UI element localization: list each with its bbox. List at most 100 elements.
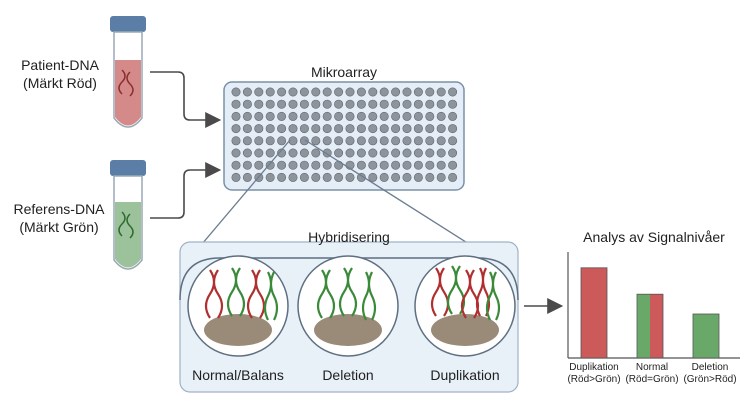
microarray-well	[288, 87, 298, 97]
microarray-well	[242, 87, 252, 97]
microarray-well	[334, 172, 344, 182]
hybridization-title: Hybridisering	[308, 229, 390, 245]
microarray-well	[379, 124, 389, 134]
microarray-well	[345, 124, 355, 134]
patient-to-array-arrow	[150, 71, 222, 128]
microarray-well	[334, 160, 344, 170]
microarray-well	[368, 160, 378, 170]
microarray-well	[391, 124, 401, 134]
microarray-well	[254, 148, 264, 158]
microarray-well	[322, 136, 332, 146]
microarray-well	[368, 99, 378, 109]
microarray-well	[368, 124, 378, 134]
microarray-well	[231, 87, 241, 97]
microarray-well	[254, 124, 264, 134]
bar-label-duplication: Duplikation (Röd>Grön)	[562, 362, 626, 386]
bar-deletion	[692, 313, 720, 359]
microarray-well	[311, 99, 321, 109]
microarray-well	[277, 136, 287, 146]
microarray-well	[413, 111, 423, 121]
microarray-plate	[223, 81, 465, 191]
microarray-well	[311, 148, 321, 158]
panel-normal-label: Normal/Balans	[192, 367, 284, 383]
microarray-well	[379, 87, 389, 97]
microarray-well	[425, 124, 435, 134]
microarray-well	[379, 111, 389, 121]
microarray-well	[413, 136, 423, 146]
microarray-well	[334, 148, 344, 158]
microarray-well	[413, 99, 423, 109]
microarray-well	[436, 148, 446, 158]
microarray-well	[391, 148, 401, 158]
microarray-well	[265, 124, 275, 134]
microarray-well	[425, 111, 435, 121]
microarray-well	[356, 99, 366, 109]
microarray-well	[356, 111, 366, 121]
bar-label-deletion-rule: (Grön>Röd)	[683, 374, 737, 385]
microarray-well	[402, 124, 412, 134]
microarray-well	[448, 87, 458, 97]
microarray-well	[402, 136, 412, 146]
microarray-well	[356, 160, 366, 170]
microarray-well	[402, 160, 412, 170]
microarray-well	[288, 148, 298, 158]
microarray-well	[242, 172, 252, 182]
microarray-well	[288, 99, 298, 109]
microarray-well	[391, 160, 401, 170]
microarray-wells	[231, 87, 458, 182]
microarray-well	[436, 111, 446, 121]
microarray-well	[242, 111, 252, 121]
microarray-well	[277, 124, 287, 134]
microarray-well	[413, 160, 423, 170]
microarray-well	[402, 148, 412, 158]
microarray-well	[402, 172, 412, 182]
microarray-well	[265, 87, 275, 97]
microarray-well	[277, 148, 287, 158]
microarray-well	[242, 136, 252, 146]
microarray-well	[277, 160, 287, 170]
microarray-well	[299, 160, 309, 170]
microarray-well	[265, 148, 275, 158]
microarray-well	[448, 99, 458, 109]
microarray-well	[277, 87, 287, 97]
microarray-well	[413, 124, 423, 134]
panel-normal	[187, 255, 289, 357]
microarray-well	[356, 124, 366, 134]
microarray-well	[265, 99, 275, 109]
microarray-well	[368, 87, 378, 97]
patient-dna-marking: (Märkt Röd)	[23, 75, 97, 91]
microarray-well	[425, 160, 435, 170]
microarray-well	[402, 87, 412, 97]
microarray-well	[322, 124, 332, 134]
microarray-well	[448, 136, 458, 146]
analysis-title: Analys av Signalnivåer	[583, 229, 725, 245]
microarray-well	[277, 99, 287, 109]
microarray-well	[311, 160, 321, 170]
patient-dna-tube	[110, 16, 146, 128]
bar-label-normal: Normal (Röd=Grön)	[620, 362, 684, 386]
microarray-well	[322, 160, 332, 170]
microarray-well	[311, 136, 321, 146]
microarray-well	[391, 111, 401, 121]
microarray-well	[231, 136, 241, 146]
microarray-well	[368, 148, 378, 158]
microarray-well	[231, 172, 241, 182]
microarray-well	[448, 160, 458, 170]
bar-normal	[636, 293, 664, 359]
microarray-well	[356, 87, 366, 97]
microarray-well	[322, 172, 332, 182]
microarray-title: Mikroarray	[310, 64, 378, 80]
panel-duplication-label: Duplikation	[430, 367, 500, 383]
microarray-well	[322, 111, 332, 121]
microarray-well	[231, 148, 241, 158]
microarray-well	[436, 99, 446, 109]
reference-dna-name: Referens-DNA	[13, 201, 105, 217]
microarray-well	[311, 87, 321, 97]
microarray-well	[345, 136, 355, 146]
microarray-well	[334, 136, 344, 146]
microarray-well	[448, 172, 458, 182]
microarray-well	[379, 148, 389, 158]
reference-dna-tube	[110, 160, 146, 270]
bar-normal-green-half	[637, 294, 650, 358]
